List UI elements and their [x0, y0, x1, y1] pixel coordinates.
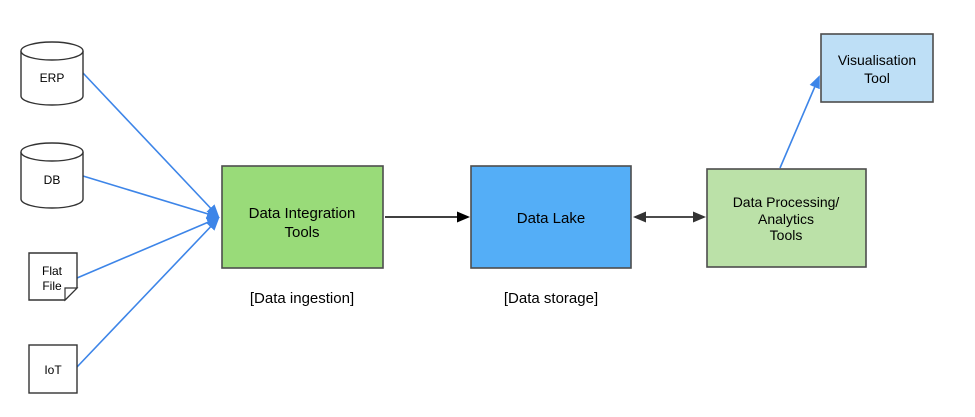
iot-box-rect — [28, 344, 78, 394]
flat-file-label-line1: Flat — [42, 264, 63, 278]
db-cylinder-body — [20, 152, 84, 209]
processing-box-rect — [706, 168, 867, 268]
edge-erp-to-integration — [82, 72, 220, 218]
storage-caption: [Data storage] — [504, 290, 598, 307]
edge-iot-to-integration — [76, 217, 220, 368]
erp-cylinder: ERP — [20, 41, 84, 106]
visualisation-box-rect — [820, 33, 934, 103]
db-cylinder-top — [20, 142, 84, 162]
visualisation-label-line2: Tool — [864, 70, 890, 86]
integration-box: Data Integration Tools — [221, 165, 384, 269]
lake-label: Data Lake — [517, 210, 585, 227]
edge-db-to-integration — [82, 175, 220, 220]
edge-processing-to-visualisation — [779, 75, 820, 169]
processing-label-line3: Tools — [770, 227, 803, 243]
integration-label-line2: Tools — [284, 224, 319, 241]
ingestion-caption: [Data ingestion] — [250, 290, 354, 307]
iot-box: IoT — [28, 344, 78, 394]
visualisation-box: Visualisation Tool — [820, 33, 934, 103]
flat-file-fold-corner — [64, 287, 79, 302]
db-label: DB — [44, 173, 61, 187]
processing-label-line2: Analytics — [758, 211, 814, 227]
lake-box-rect — [470, 165, 632, 269]
db-cylinder: DB — [20, 142, 84, 209]
erp-cylinder-top — [20, 41, 84, 61]
flat-file-label-line2: File — [42, 279, 62, 293]
processing-box: Data Processing/ Analytics Tools — [706, 168, 867, 268]
visualisation-label-line1: Visualisation — [838, 52, 916, 68]
flat-file-document: Flat File — [28, 252, 79, 302]
integration-box-rect — [221, 165, 384, 269]
erp-cylinder-body — [20, 51, 84, 106]
erp-label: ERP — [40, 71, 65, 85]
iot-label: IoT — [44, 363, 62, 377]
processing-label-line1: Data Processing/ — [733, 194, 840, 210]
edge-flatfile-to-integration — [76, 217, 220, 279]
integration-label-line1: Data Integration — [249, 205, 356, 222]
source-connectors — [76, 72, 220, 368]
lake-box: Data Lake — [470, 165, 632, 269]
